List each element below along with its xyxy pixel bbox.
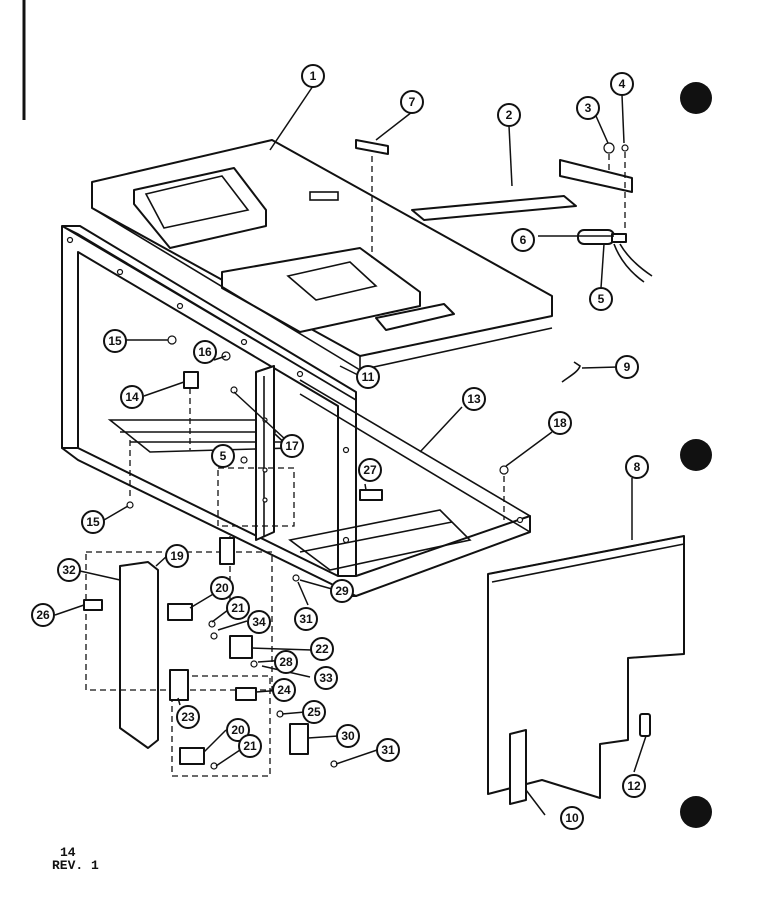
- callout-5: 5: [211, 444, 235, 468]
- callout-34: 34: [247, 610, 271, 634]
- callout-18: 18: [548, 411, 572, 435]
- callout-label: 17: [285, 439, 299, 453]
- callout-label: 31: [299, 612, 313, 626]
- callout-11: 11: [356, 365, 380, 389]
- callout-label: 20: [231, 723, 245, 737]
- page-number: 14: [60, 845, 76, 860]
- callout-21: 21: [238, 734, 262, 758]
- callout-6: 6: [511, 228, 535, 252]
- callout-20: 20: [210, 576, 234, 600]
- callout-23: 23: [176, 705, 200, 729]
- callout-16: 16: [193, 340, 217, 364]
- callout-label: 6: [520, 233, 527, 247]
- callout-20: 20: [226, 718, 250, 742]
- callout-label: 20: [215, 581, 229, 595]
- callout-label: 23: [181, 710, 195, 724]
- callout-label: 13: [467, 392, 481, 406]
- center-divider-part: [255, 365, 275, 541]
- panel-tab-part: [509, 729, 527, 805]
- callout-31: 31: [294, 607, 318, 631]
- callout-32: 32: [57, 558, 81, 582]
- strip-part: [411, 195, 577, 221]
- callout-5: 5: [589, 287, 613, 311]
- callout-12: 12: [622, 774, 646, 798]
- lamp-socket-part: [577, 229, 653, 283]
- callout-4: 4: [610, 72, 634, 96]
- hook-wire-part: [561, 361, 581, 383]
- switch-bracket-part: [85, 536, 273, 777]
- callout-label: 16: [198, 345, 212, 359]
- callout-label: 12: [627, 779, 641, 793]
- page-identifier: 14 REV. 1: [52, 846, 99, 872]
- small-bracket-part: [183, 371, 199, 450]
- binder-marks: [22, 0, 712, 828]
- callout-28: 28: [274, 650, 298, 674]
- callout-label: 18: [553, 416, 567, 430]
- callout-8: 8: [625, 455, 649, 479]
- callout-label: 30: [341, 729, 355, 743]
- callout-15: 15: [81, 510, 105, 534]
- foot-part: [639, 713, 651, 737]
- callout-label: 29: [335, 584, 349, 598]
- callout-17: 17: [280, 434, 304, 458]
- callout-label: 14: [125, 390, 139, 404]
- callout-label: 8: [634, 460, 641, 474]
- callout-label: 28: [279, 655, 293, 669]
- callout-14: 14: [120, 385, 144, 409]
- callout-21: 21: [226, 596, 250, 620]
- callout-29: 29: [330, 579, 354, 603]
- callout-7: 7: [400, 90, 424, 114]
- callout-label: 21: [231, 601, 245, 615]
- callout-label: 10: [565, 811, 579, 825]
- callout-label: 5: [220, 449, 227, 463]
- callout-label: 26: [36, 608, 50, 622]
- leader-lines: [54, 85, 647, 816]
- callout-30: 30: [336, 724, 360, 748]
- callout-label: 25: [307, 705, 321, 719]
- callout-13: 13: [462, 387, 486, 411]
- callout-label: 4: [619, 77, 626, 91]
- callout-label: 11: [362, 370, 375, 384]
- callout-9: 9: [615, 355, 639, 379]
- callout-label: 5: [598, 292, 605, 306]
- callout-15: 15: [103, 329, 127, 353]
- callout-2: 2: [497, 103, 521, 127]
- callout-label: 15: [108, 334, 122, 348]
- callout-label: 1: [310, 69, 317, 83]
- top-cover-part: [91, 139, 553, 371]
- callout-label: 15: [86, 515, 100, 529]
- callout-3: 3: [576, 96, 600, 120]
- mount-bracket-part: [559, 142, 633, 232]
- callout-label: 27: [363, 463, 377, 477]
- callout-label: 32: [62, 563, 76, 577]
- callout-label: 24: [277, 683, 291, 697]
- callout-27: 27: [358, 458, 382, 482]
- callout-19: 19: [165, 544, 189, 568]
- callout-1: 1: [301, 64, 325, 88]
- callout-label: 9: [624, 360, 631, 374]
- connector-part: [359, 489, 383, 501]
- callout-label: 31: [381, 743, 395, 757]
- callout-label: 34: [252, 615, 266, 629]
- screws-part: [126, 335, 509, 527]
- callout-label: 7: [409, 95, 416, 109]
- callout-label: 21: [243, 739, 257, 753]
- callout-10: 10: [560, 806, 584, 830]
- callout-26: 26: [31, 603, 55, 627]
- top-bracket-part: [355, 139, 389, 258]
- callout-label: 33: [319, 671, 333, 685]
- callout-31: 31: [376, 738, 400, 762]
- revision-label: REV. 1: [52, 858, 99, 873]
- callout-22: 22: [310, 637, 334, 661]
- switch-parts: [83, 537, 338, 770]
- callout-label: 22: [315, 642, 329, 656]
- callout-33: 33: [314, 666, 338, 690]
- callout-24: 24: [272, 678, 296, 702]
- callout-label: 19: [170, 549, 184, 563]
- callout-25: 25: [302, 700, 326, 724]
- callout-label: 2: [506, 108, 513, 122]
- callout-label: 3: [585, 101, 592, 115]
